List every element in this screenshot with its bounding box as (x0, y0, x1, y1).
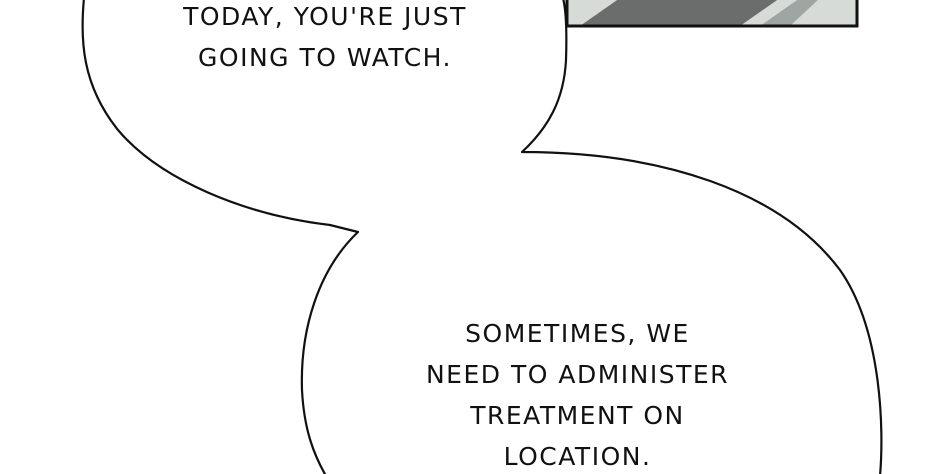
dialogue-line: NEED TO ADMINISTER (425, 360, 730, 389)
panel-artwork (565, 0, 859, 28)
speech-bubble-top-text: TODAY, YOU'RE JUST GOING TO WATCH. (150, 0, 500, 78)
dialogue-line: LOCATION. (503, 442, 652, 471)
speech-bubble-bottom-text: SOMETIMES, WE NEED TO ADMINISTER TREATME… (410, 313, 745, 474)
dialogue-line: TREATMENT ON (470, 401, 685, 430)
dialogue-line: GOING TO WATCH. (198, 43, 452, 72)
dialogue-line: TODAY, YOU'RE JUST (183, 2, 467, 31)
dialogue-line: SOMETIMES, WE (465, 319, 690, 348)
speech-bubble-outline (81, 0, 883, 474)
